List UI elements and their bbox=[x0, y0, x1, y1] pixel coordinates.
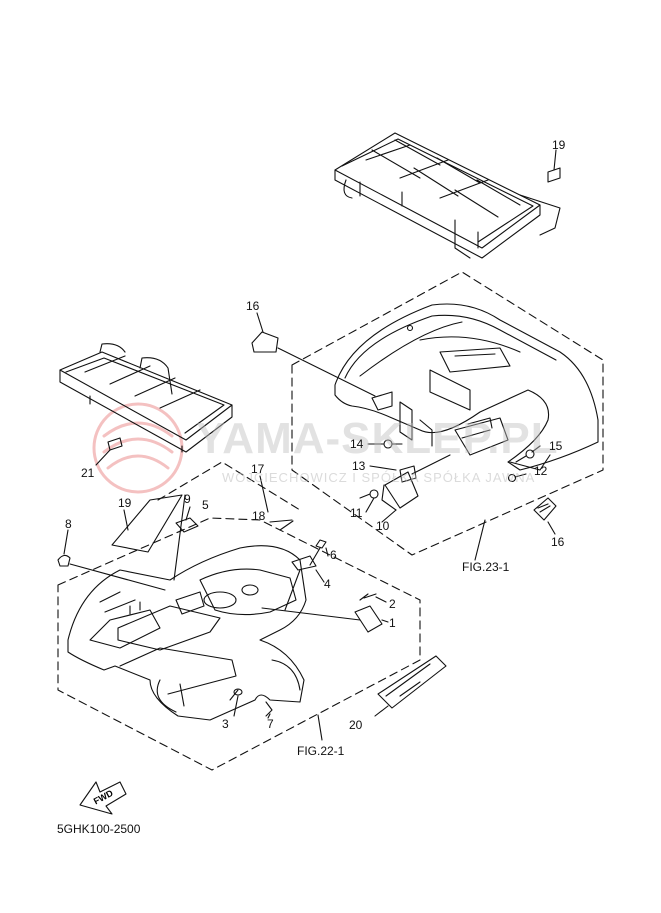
callout-19-lower: 20 bbox=[349, 718, 363, 732]
watermark-text: YAMA-SKLEP.PL bbox=[196, 414, 559, 463]
part-10-bracket bbox=[384, 471, 419, 509]
callout-13: 13 bbox=[352, 459, 366, 473]
part-6-bolt bbox=[309, 539, 327, 566]
fwd-label: FWD bbox=[92, 788, 115, 807]
part-4-sticker bbox=[291, 555, 317, 571]
watermark-subtext: WOJCIECHOWICZ I SPÓŁKA SPÓŁKA JAWNA bbox=[222, 470, 536, 485]
callout-5: 5 bbox=[202, 498, 209, 512]
part-11-bolt bbox=[369, 489, 379, 499]
part-12-washer bbox=[507, 473, 517, 483]
callout-8: 8 bbox=[65, 517, 72, 531]
part-5-sticker bbox=[175, 517, 199, 533]
callout-6: 6 bbox=[330, 548, 337, 562]
callout-14: 14 bbox=[350, 437, 364, 451]
callout-19-upper: 19 bbox=[118, 496, 132, 510]
callout-16-upper: 16 bbox=[246, 299, 260, 313]
watermark-logo bbox=[92, 402, 184, 494]
part-21-label bbox=[547, 167, 561, 183]
callout-9: 9 bbox=[184, 492, 191, 506]
rear-fender bbox=[334, 303, 599, 471]
part-16-upper bbox=[251, 331, 279, 353]
part-15-grommet bbox=[525, 449, 535, 459]
callout-21: 19 bbox=[552, 138, 566, 152]
part-7-clip bbox=[265, 701, 273, 717]
part-16-emblem bbox=[533, 497, 557, 521]
part-18-strip bbox=[269, 519, 293, 523]
part-19-front bbox=[111, 494, 183, 553]
callout-15: 15 bbox=[549, 439, 563, 453]
callout-20: 21 bbox=[81, 466, 95, 480]
part-2-bolt bbox=[359, 593, 377, 601]
part-20-label bbox=[107, 437, 123, 451]
rear-carrier bbox=[334, 132, 561, 259]
figure-ref-rear: FIG.23-1 bbox=[462, 560, 510, 574]
part-19-side-panel bbox=[377, 655, 447, 709]
callout-1: 1 bbox=[389, 616, 396, 630]
callout-16-lower: 16 bbox=[551, 535, 565, 549]
callout-17: 17 bbox=[251, 462, 265, 476]
callout-10: 10 bbox=[376, 519, 390, 533]
part-3-grommet bbox=[233, 688, 243, 696]
part-8-clip bbox=[57, 554, 71, 567]
callout-7: 7 bbox=[267, 717, 274, 731]
part-17-outline bbox=[157, 461, 301, 511]
fwd-arrow-icon bbox=[79, 781, 127, 815]
callout-12: 12 bbox=[534, 464, 548, 478]
front-carrier bbox=[59, 343, 233, 453]
diagram-code: 5GHK100-2500 bbox=[57, 822, 141, 836]
front-group-outline bbox=[57, 517, 421, 771]
part-1-sticker bbox=[354, 605, 383, 633]
part-13-plate bbox=[399, 465, 417, 483]
callout-2: 2 bbox=[389, 597, 396, 611]
callout-18: 18 bbox=[252, 509, 266, 523]
callout-3: 3 bbox=[222, 717, 229, 731]
callout-11: 11 bbox=[350, 506, 363, 520]
rear-group-outline bbox=[291, 271, 604, 556]
front-fender bbox=[67, 545, 307, 721]
figure-ref-front: FIG.22-1 bbox=[297, 744, 345, 758]
callout-4: 4 bbox=[324, 577, 331, 591]
